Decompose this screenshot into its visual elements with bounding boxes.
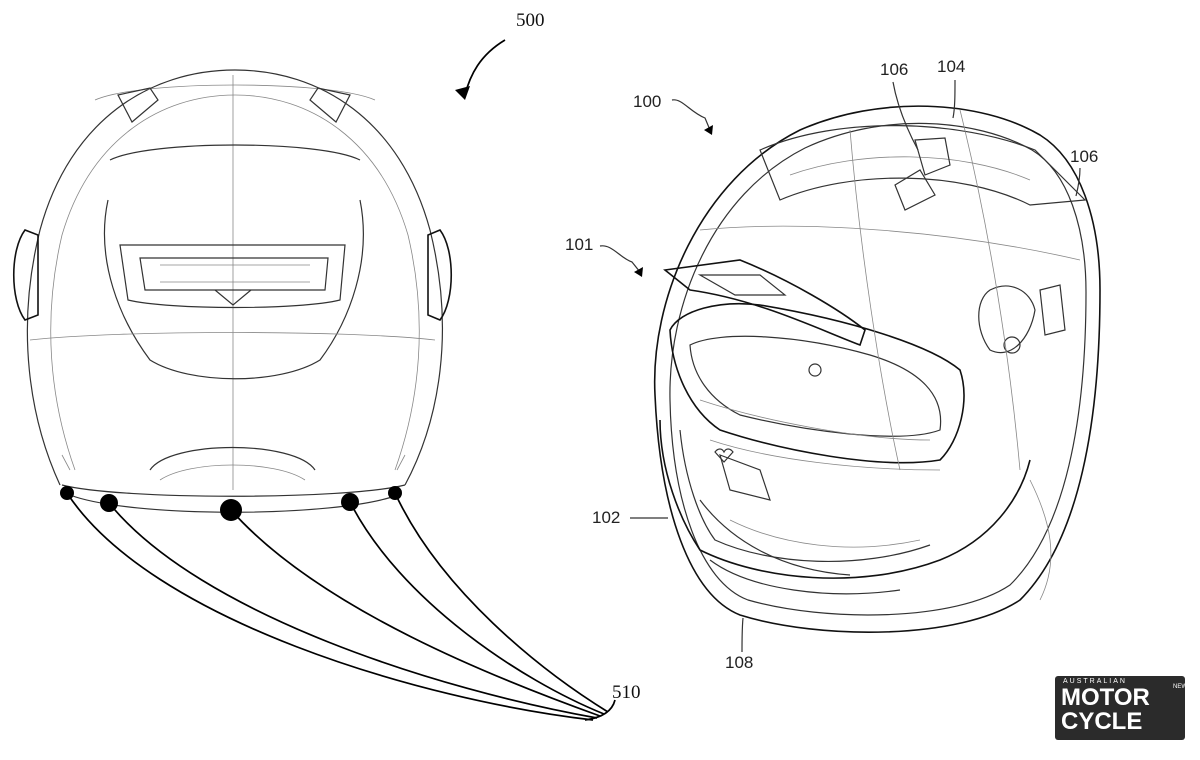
label-102: 102 bbox=[592, 508, 620, 527]
label-510: 510 bbox=[612, 682, 641, 703]
motorcycle-news-logo: AUSTRALIAN MOTOR CYCLE NEWS bbox=[1055, 676, 1191, 740]
arrow-500 bbox=[464, 39, 506, 96]
label-106-side: 106 bbox=[1070, 147, 1098, 166]
label-106-top: 106 bbox=[880, 60, 908, 79]
label-100: 100 bbox=[633, 92, 661, 111]
arrow-101 bbox=[599, 245, 641, 273]
label-101: 101 bbox=[565, 235, 593, 254]
label-108: 108 bbox=[725, 653, 753, 672]
rear-helmet-view bbox=[12, 69, 616, 721]
arrow-100 bbox=[671, 99, 711, 131]
front-helmet-view bbox=[653, 105, 1101, 634]
label-104: 104 bbox=[937, 57, 965, 76]
label-500: 500 bbox=[516, 10, 545, 31]
